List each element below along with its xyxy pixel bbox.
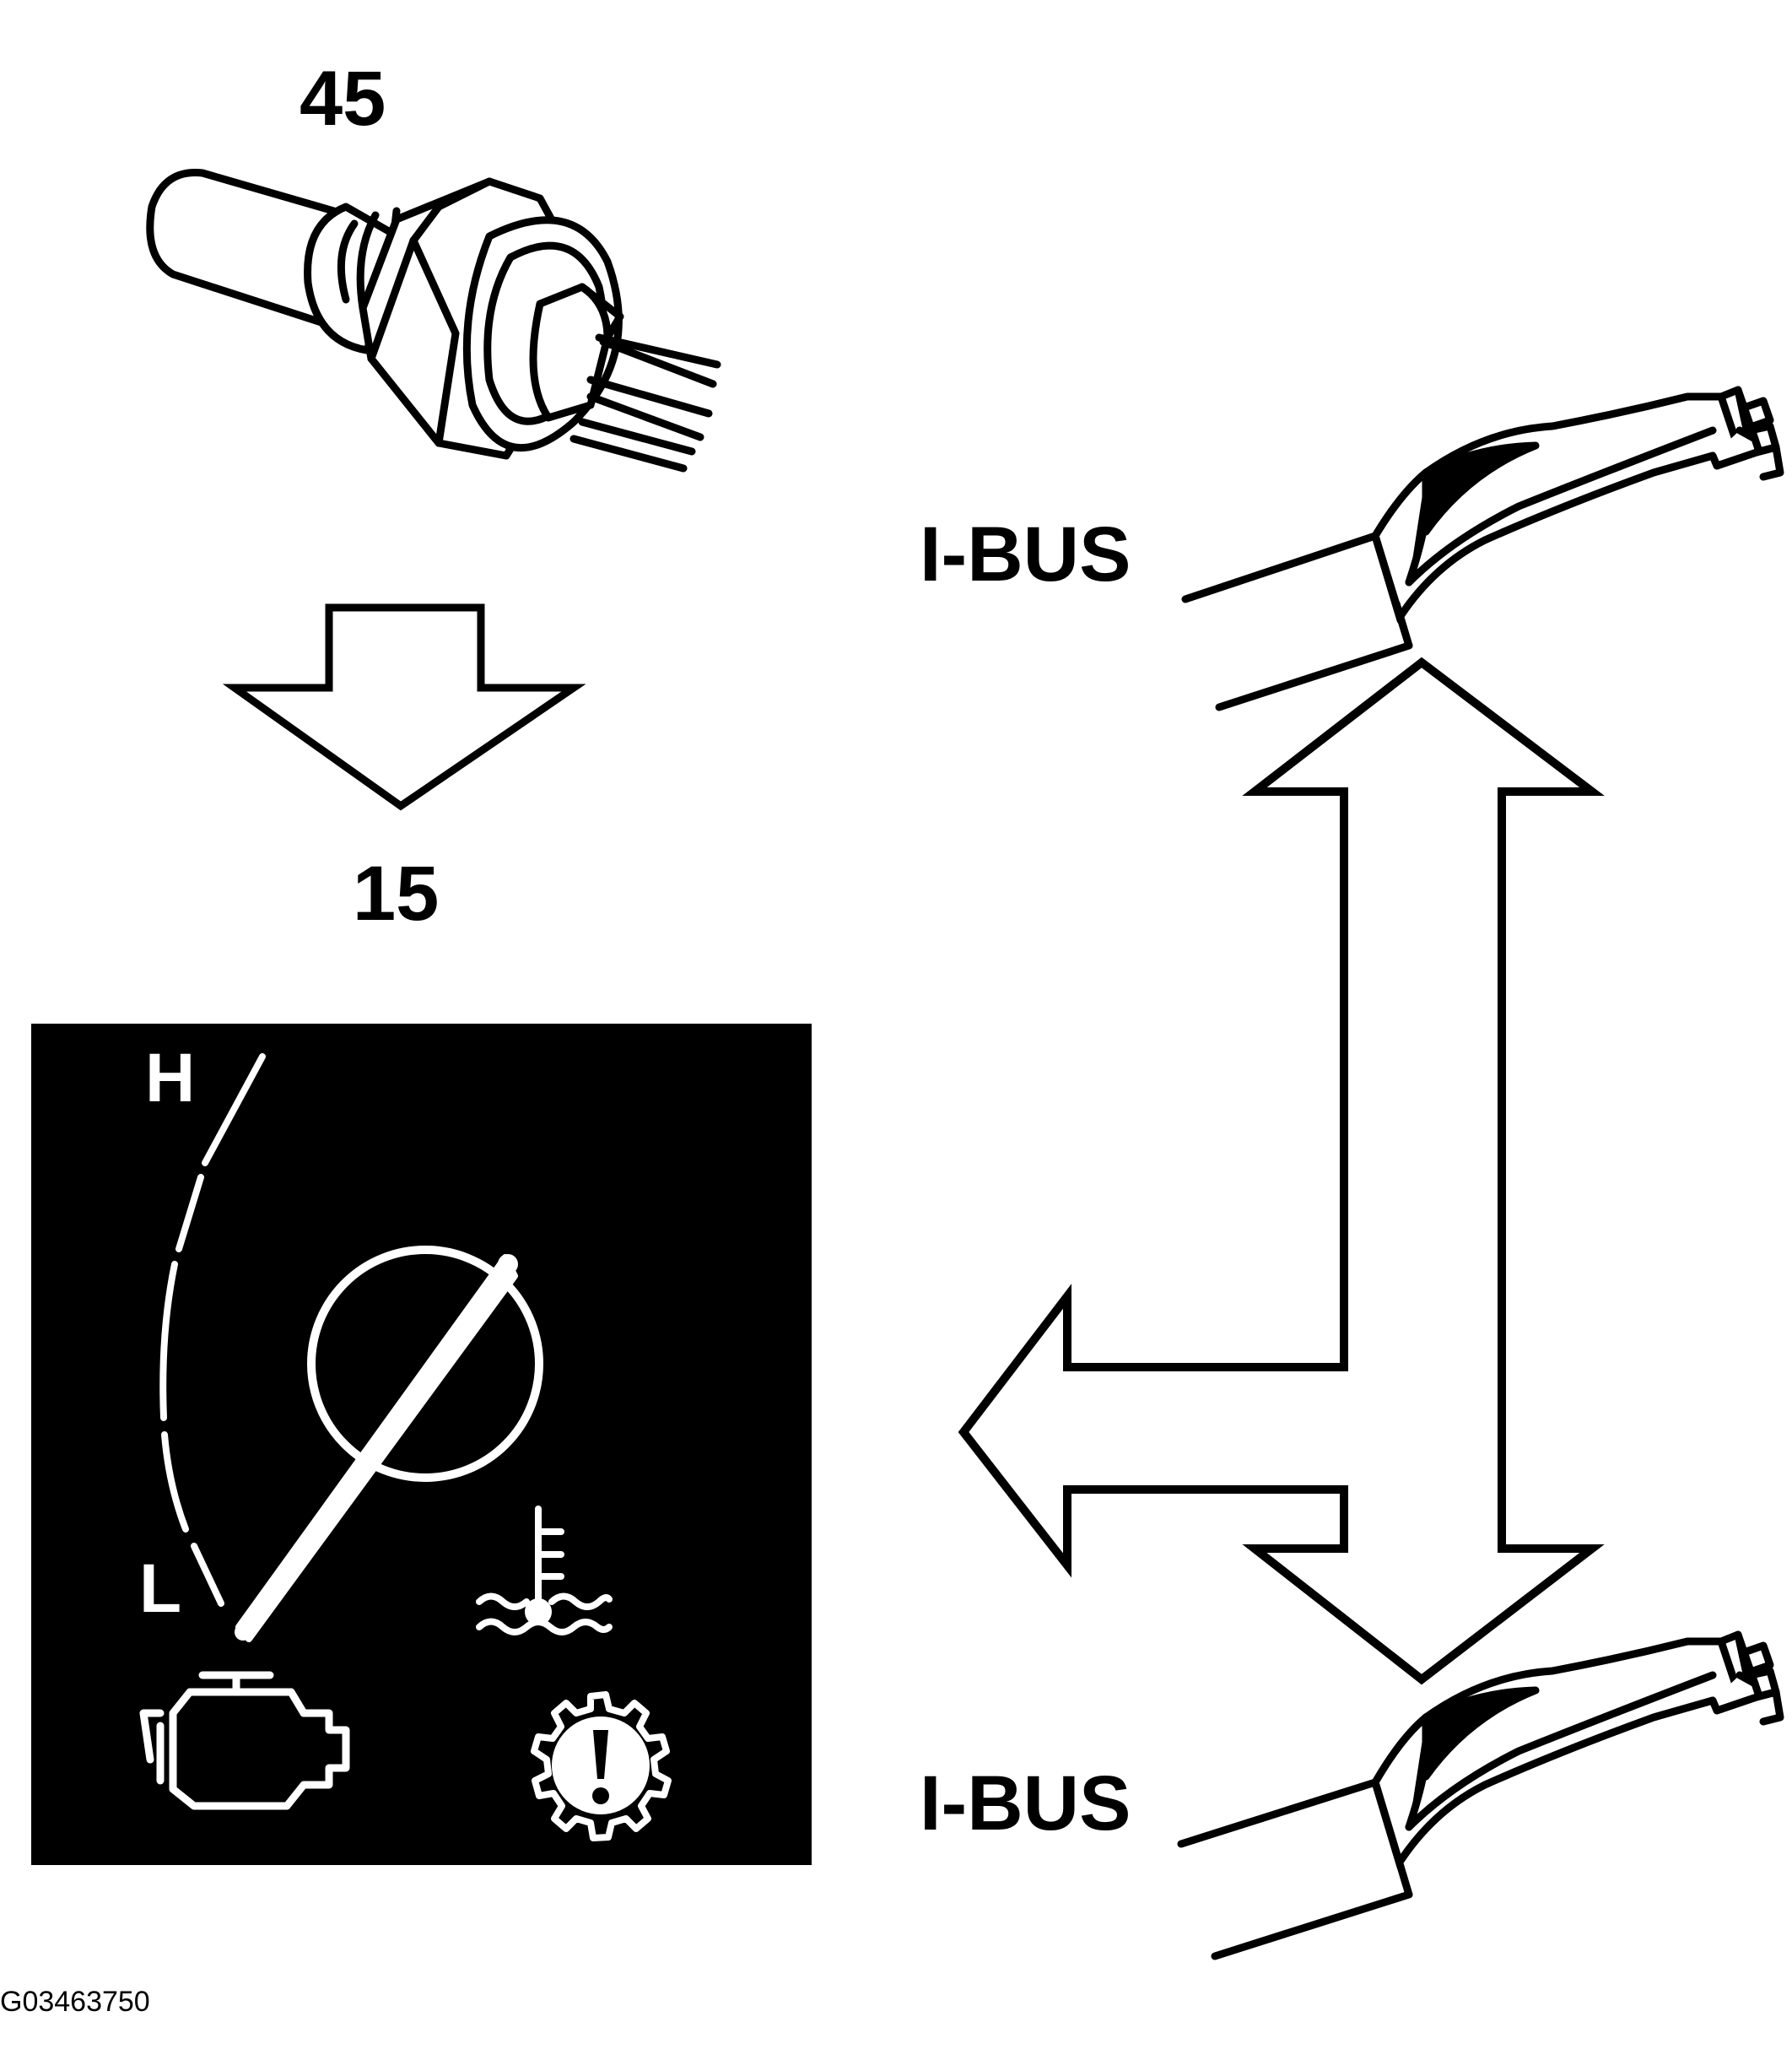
sensor-number-label: 45 <box>300 56 386 142</box>
bus-top-label: I-BUS <box>920 511 1131 597</box>
figure-reference: G03463750 <box>0 1986 150 2018</box>
bus-bottom-label: I-BUS <box>920 1760 1131 1846</box>
down-arrow-icon <box>222 603 586 811</box>
bus-bottom-connector-icon <box>1177 1630 1784 1960</box>
temperature-sensor-icon <box>146 169 721 473</box>
coolant-temperature-icon <box>476 1506 613 1635</box>
gauge-hub <box>307 1246 543 1482</box>
gearbox-warning-icon <box>531 1691 672 1841</box>
bidirectional-arrow-icon <box>958 657 1605 1685</box>
gauge-high-label: H <box>145 1040 195 1116</box>
bus-top-connector-icon <box>1181 386 1784 711</box>
cluster-number-label: 15 <box>353 851 439 937</box>
gauge-low-label: L <box>139 1550 181 1627</box>
instrument-cluster-icon: H L <box>31 1024 812 1865</box>
check-engine-icon <box>139 1671 350 1810</box>
